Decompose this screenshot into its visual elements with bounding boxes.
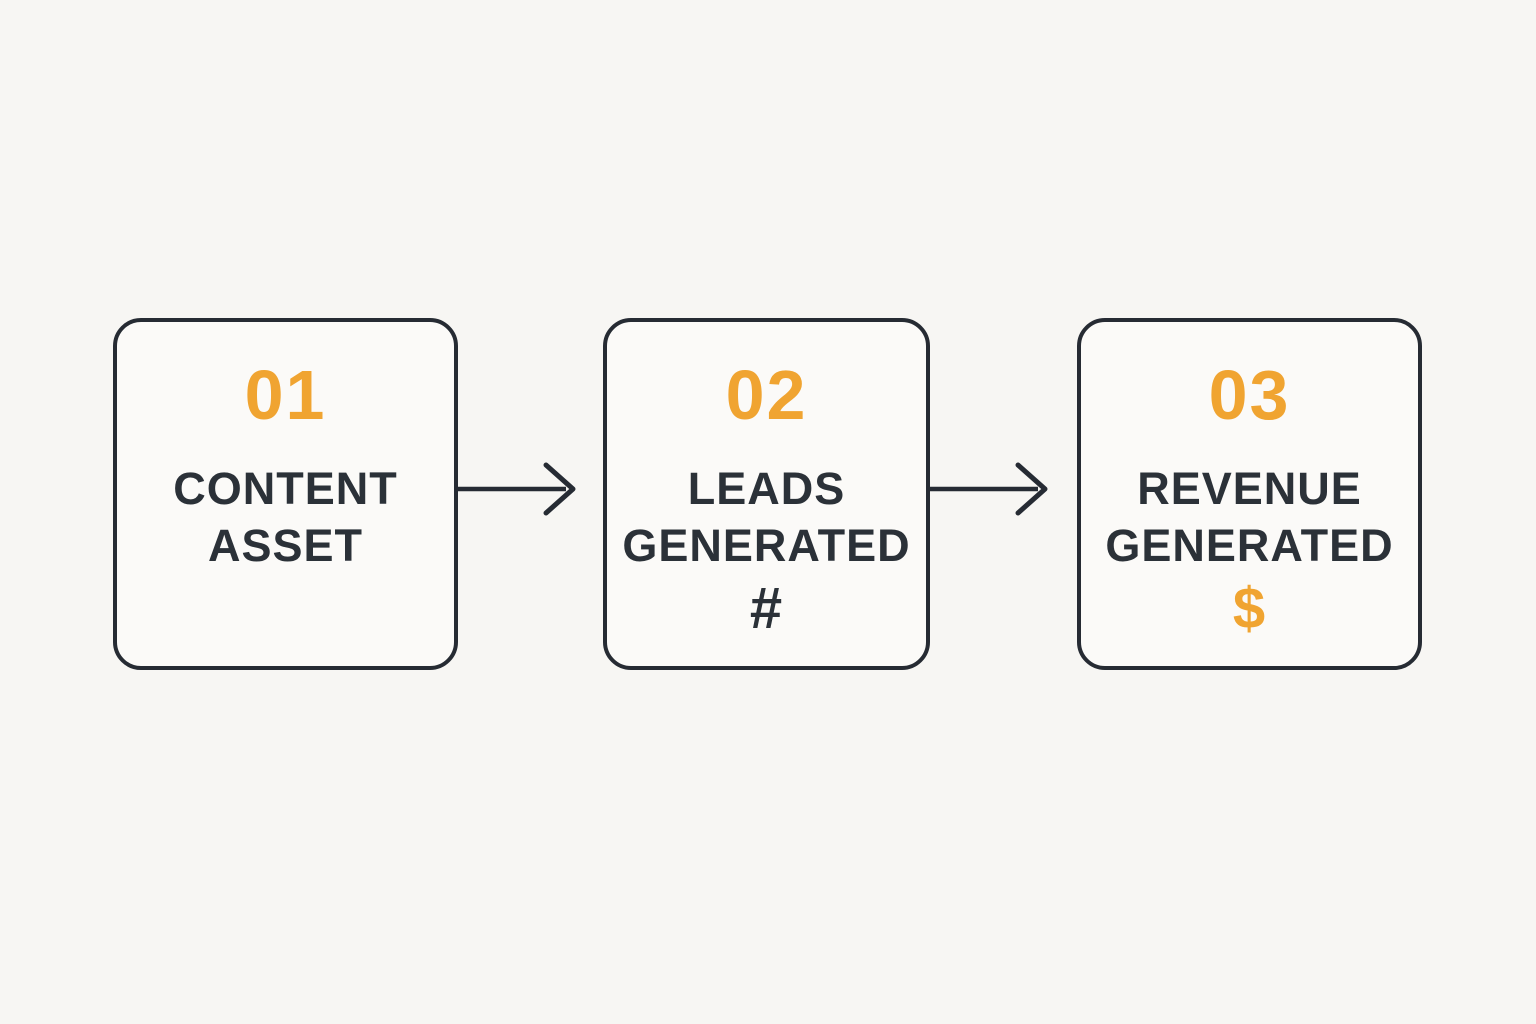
step-label-line: CONTENT bbox=[173, 463, 398, 514]
step-box-3: 03 REVENUE GENERATED $ bbox=[1077, 318, 1422, 670]
arrow-right-icon bbox=[458, 462, 576, 516]
step-label-line: GENERATED bbox=[622, 520, 911, 571]
step-symbol: $ bbox=[1232, 576, 1267, 641]
step-label-line: REVENUE bbox=[1137, 463, 1362, 514]
step-label-line: ASSET bbox=[207, 520, 364, 571]
step-label: LEADS GENERATED bbox=[607, 460, 926, 574]
step-label-line: LEADS bbox=[687, 463, 846, 514]
arrow-right-icon bbox=[930, 462, 1048, 516]
step-label: REVENUE GENERATED bbox=[1081, 460, 1418, 574]
step-number: 03 bbox=[1208, 356, 1291, 434]
step-box-1: 01 CONTENT ASSET bbox=[113, 318, 458, 670]
step-label: CONTENT ASSET bbox=[117, 460, 454, 574]
step-symbol: # bbox=[749, 576, 784, 641]
step-box-2: 02 LEADS GENERATED # bbox=[603, 318, 930, 670]
step-number: 01 bbox=[244, 356, 327, 434]
step-label-line: GENERATED bbox=[1105, 520, 1394, 571]
step-number: 02 bbox=[725, 356, 808, 434]
